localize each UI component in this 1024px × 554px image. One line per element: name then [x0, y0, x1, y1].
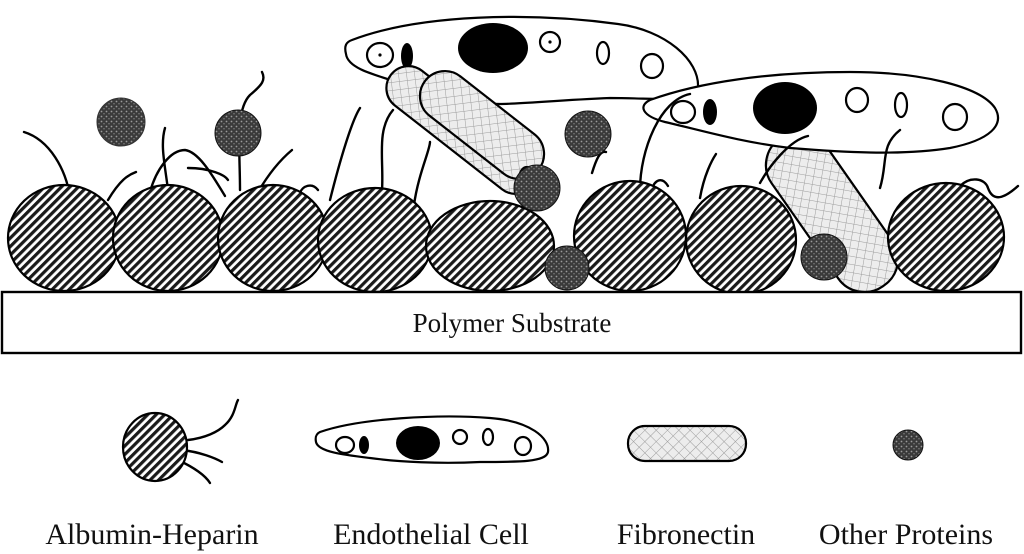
albumin-sphere: [574, 181, 686, 291]
substrate-label: Polymer Substrate: [413, 308, 612, 338]
albumin-heparin-icon: [123, 400, 238, 483]
albumin-sphere: [318, 188, 432, 292]
albumin-sphere: [426, 201, 554, 291]
endothelial-cell-icon: [316, 417, 548, 463]
other-protein: [801, 234, 847, 280]
legend-label-endothelial-cell: Endothelial Cell: [333, 518, 529, 551]
other-protein: [565, 111, 611, 157]
albumin-sphere: [8, 185, 120, 291]
other-protein: [545, 246, 589, 290]
albumin-sphere: [113, 185, 223, 291]
legend: Albumin-Heparin Endothelial Cell Fibrone…: [45, 400, 993, 551]
other-protein: [215, 110, 261, 156]
other-protein: [97, 98, 145, 146]
albumin-sphere: [218, 185, 328, 291]
albumin-sphere: [888, 183, 1004, 291]
legend-label-other-proteins: Other Proteins: [819, 518, 993, 551]
legend-label-fibronectin: Fibronectin: [617, 518, 755, 551]
albumin-sphere: [686, 186, 796, 294]
other-protein: [514, 165, 560, 211]
other-protein-icon: [893, 430, 923, 460]
fibronectin-icon: [628, 426, 746, 461]
polymer-substrate: Polymer Substrate: [2, 292, 1021, 353]
legend-label-albumin-heparin: Albumin-Heparin: [45, 518, 258, 551]
